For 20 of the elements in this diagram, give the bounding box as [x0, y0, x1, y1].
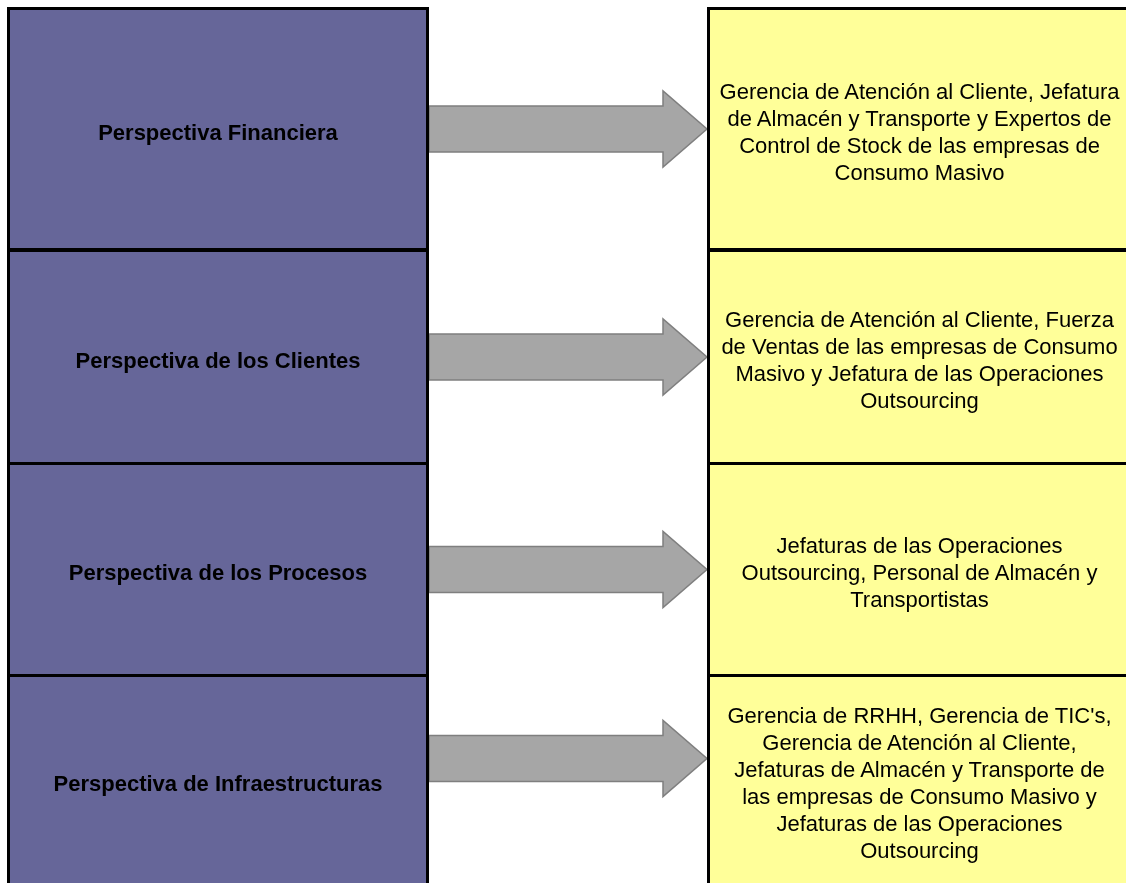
perspective-box [7, 462, 429, 677]
perspective-title: Perspectiva Financiera [98, 118, 338, 146]
stakeholder-box [707, 249, 1126, 465]
block-arrow [428, 718, 709, 799]
stakeholder-text: Jefaturas de las Operaciones Outsourcing, Personal de Almacén y Transportistas [740, 532, 1099, 613]
block-arrow [428, 317, 709, 397]
stakeholder-box [707, 7, 1126, 251]
stakeholder-text: Gerencia de RRHH, Gerencia de TIC's, Gerencia de Atención al Cliente, Jefaturas de Almacén y Transporte de las empresas de Consumo Masivo y Jefaturas de las Operaciones Outsourcing [726, 702, 1113, 864]
stakeholder-box [707, 462, 1126, 677]
perspective-title: Perspectiva de Infraestructuras [53, 769, 383, 797]
stakeholder-text: Gerencia de Atención al Cliente, Fuerza de Ventas de las empresas de Consumo Masivo y Jefatura de las Operaciones Outsourcing [720, 306, 1119, 414]
perspective-box [7, 674, 429, 883]
stakeholder-text: Gerencia de Atención al Cliente, Jefatura de Almacén y Transporte y Expertos de Control de Stock de las empresas de Consumo Masivo [718, 78, 1121, 186]
perspective-box [7, 7, 429, 251]
perspective-box [7, 249, 429, 465]
perspective-title: Perspectiva de los Procesos [68, 559, 368, 586]
stakeholder-box [707, 674, 1126, 883]
block-arrow [428, 89, 709, 169]
perspective-title: Perspectiva de los Clientes [75, 346, 361, 374]
block-arrow [428, 529, 709, 610]
